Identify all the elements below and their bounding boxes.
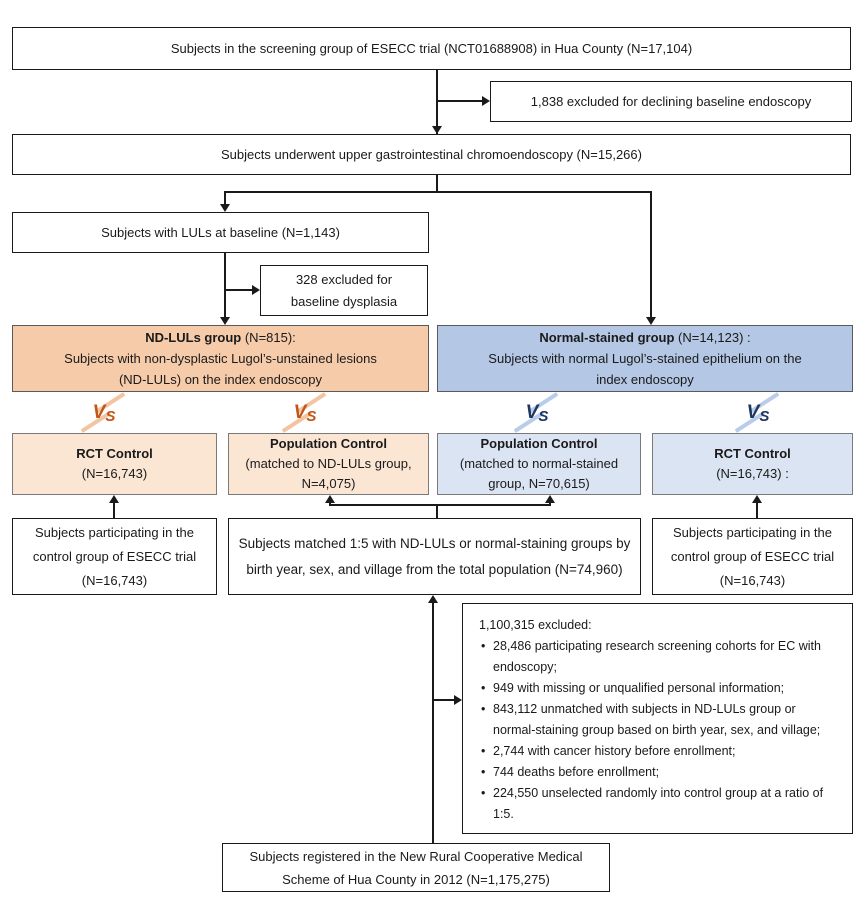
exclusion-item: 744 deaths before enrollment; — [479, 762, 838, 783]
box-chromoendoscopy: Subjects underwent upper gastrointestina… — [12, 134, 851, 175]
box-excluded-dysplasia-line2: baseline dysplasia — [290, 293, 398, 309]
box-esecc-control-left: Subjects participating in the control gr… — [12, 518, 217, 595]
box-rct-control-right-title: RCT Control — [714, 446, 791, 461]
box-normal-group: Normal-stained group (N=14,123) : Subjec… — [437, 325, 853, 392]
box-esecc-control-right-line3: (N=16,743) — [719, 572, 786, 588]
box-ndluls-group: ND-LULs group (N=815): Subjects with non… — [12, 325, 429, 392]
connector-line — [433, 699, 454, 701]
box-rct-control-left-n: (N=16,743) — [81, 466, 148, 481]
box-normal-group-line2: Subjects with normal Lugol’s-stained epi… — [488, 351, 802, 366]
arrowhead-down-icon — [220, 204, 230, 212]
exclusion-item: 843,112 unmatched with subjects in ND-LU… — [479, 699, 838, 741]
connector-line — [224, 191, 226, 205]
box-esecc-control-left-line1: Subjects participating in the — [35, 524, 194, 540]
box-luls-baseline-text: Subjects with LULs at baseline (N=1,143) — [101, 224, 340, 240]
arrowhead-up-icon — [428, 595, 438, 603]
box-population-control-left-line2: (matched to ND-LULs group, — [245, 456, 412, 471]
box-rct-control-left: RCT Control (N=16,743) — [12, 433, 217, 495]
box-excluded-baseline: 1,838 excluded for declining baseline en… — [490, 81, 852, 122]
exclusion-item: 949 with missing or unqualified personal… — [479, 678, 838, 699]
box-rct-control-right: RCT Control (N=16,743) : — [652, 433, 853, 495]
box-matched-population-line2: birth year, sex, and village from the to… — [246, 561, 623, 577]
arrowhead-up-icon — [545, 495, 555, 503]
box-ndluls-group-line3: (ND-LULs) on the index endoscopy — [118, 372, 323, 387]
connector-line — [329, 501, 331, 506]
box-normal-group-title: Normal-stained group (N=14,123) : — [438, 327, 852, 348]
box-matched-population: Subjects matched 1:5 with ND-LULs or nor… — [228, 518, 641, 595]
box-excluded-dysplasia-line1: 328 excluded for — [295, 271, 393, 287]
arrowhead-up-icon — [109, 495, 119, 503]
exclusion-header: 1,100,315 excluded: — [479, 618, 592, 632]
box-population-control-right-title: Population Control — [480, 436, 598, 451]
box-normal-group-title-suffix: (N=14,123) : — [674, 330, 751, 345]
arrowhead-down-icon — [432, 126, 442, 134]
connector-line — [225, 191, 652, 193]
box-population-control-right-line2: (matched to normal-stained — [459, 456, 619, 471]
arrowhead-right-icon — [252, 285, 260, 295]
box-esecc-control-right: Subjects participating in the control gr… — [652, 518, 853, 595]
box-rct-control-left-title: RCT Control — [76, 446, 153, 461]
arrowhead-down-icon — [646, 317, 656, 325]
box-population-control-right-line3: group, N=70,615) — [488, 476, 590, 491]
exclusion-item: 2,744 with cancer history before enrollm… — [479, 741, 838, 762]
box-screening: Subjects in the screening group of ESECC… — [12, 27, 851, 70]
box-esecc-control-left-line2: control group of ESECC trial — [32, 548, 197, 564]
box-excluded-baseline-text: 1,838 excluded for declining baseline en… — [530, 93, 812, 109]
box-excluded-dysplasia: 328 excluded for baseline dysplasia — [260, 265, 428, 316]
arrowhead-up-icon — [752, 495, 762, 503]
box-registry-line1: Subjects registered in the New Rural Coo… — [249, 848, 583, 864]
connector-line — [756, 502, 758, 518]
box-registry: Subjects registered in the New Rural Coo… — [222, 843, 610, 892]
box-normal-group-title-bold: Normal-stained group — [539, 330, 675, 345]
connector-line — [436, 175, 438, 193]
box-ndluls-group-title: ND-LULs group (N=815): — [13, 327, 428, 348]
arrowhead-right-icon — [454, 695, 462, 705]
exclusion-item: 224,550 unselected randomly into control… — [479, 783, 838, 825]
box-luls-baseline: Subjects with LULs at baseline (N=1,143) — [12, 212, 429, 253]
connector-line — [436, 70, 438, 134]
box-ndluls-group-title-suffix: (N=815): — [241, 330, 296, 345]
exclusion-item: 28,486 participating research screening … — [479, 636, 838, 678]
box-exclusion-details: 1,100,315 excluded: 28,486 participating… — [462, 603, 853, 834]
box-population-control-left-title: Population Control — [270, 436, 387, 451]
connector-line — [437, 100, 483, 102]
exclusion-list: 28,486 participating research screening … — [479, 636, 838, 825]
box-chromoendoscopy-text: Subjects underwent upper gastrointestina… — [221, 146, 642, 162]
box-population-control-left: Population Control (matched to ND-LULs g… — [228, 433, 429, 495]
box-screening-text: Subjects in the screening group of ESECC… — [170, 40, 693, 56]
box-ndluls-group-line2: Subjects with non-dysplastic Lugol’s-uns… — [64, 351, 377, 366]
box-population-control-right: Population Control (matched to normal-st… — [437, 433, 641, 495]
connector-line — [549, 501, 551, 506]
box-esecc-control-right-line1: Subjects participating in the — [673, 524, 832, 540]
box-matched-population-line1: Subjects matched 1:5 with ND-LULs or nor… — [238, 535, 631, 551]
connector-line — [650, 191, 652, 317]
connector-line — [225, 289, 252, 291]
connector-line — [330, 504, 550, 506]
arrowhead-down-icon — [220, 317, 230, 325]
box-ndluls-group-title-bold: ND-LULs group — [145, 330, 242, 345]
box-esecc-control-right-line2: control group of ESECC trial — [670, 548, 835, 564]
connector-line — [113, 502, 115, 518]
box-rct-control-right-n: (N=16,743) : — [716, 466, 789, 481]
box-population-control-left-line3: N=4,075) — [301, 476, 356, 491]
connector-line — [224, 253, 226, 317]
connector-line — [436, 504, 438, 518]
box-esecc-control-left-line3: (N=16,743) — [81, 572, 148, 588]
arrowhead-right-icon — [482, 96, 490, 106]
box-registry-line2: Scheme of Hua County in 2012 (N=1,175,27… — [282, 871, 550, 887]
connector-line — [432, 602, 434, 843]
box-normal-group-line3: index endoscopy — [596, 372, 694, 387]
arrowhead-up-icon — [325, 495, 335, 503]
